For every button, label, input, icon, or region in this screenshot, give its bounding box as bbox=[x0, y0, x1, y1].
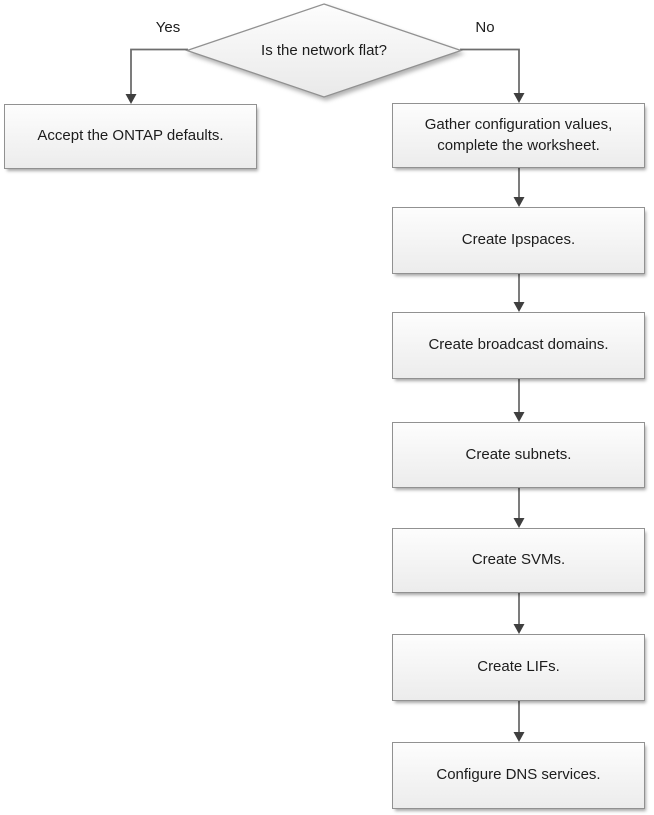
arrowhead-icon bbox=[125, 94, 137, 104]
decision-diamond: Is the network flat? bbox=[184, 3, 464, 98]
process-box-label: Accept the ONTAP defaults. bbox=[37, 127, 224, 145]
arrowhead-icon bbox=[513, 518, 525, 528]
process-box-create-lifs: Create LIFs. bbox=[392, 634, 645, 701]
arrowhead-icon bbox=[513, 732, 525, 742]
process-box-create-broadcast-domains: Create broadcast domains. bbox=[392, 312, 645, 379]
process-box-accept-ontap-defaults: Accept the ONTAP defaults. bbox=[4, 104, 257, 169]
process-box-label: Create LIFs. bbox=[477, 658, 560, 676]
arrowhead-icon bbox=[513, 93, 525, 103]
process-box-label: Create SVMs. bbox=[471, 551, 566, 569]
process-box-label: Create broadcast domains. bbox=[428, 336, 609, 354]
arrowhead-icon bbox=[513, 624, 525, 634]
process-box-configure-dns-services: Configure DNS services. bbox=[392, 742, 645, 809]
process-box-label: Gather configuration values, complete th… bbox=[424, 116, 613, 154]
process-box-create-svms: Create SVMs. bbox=[392, 528, 645, 593]
decision-label: Is the network flat? bbox=[261, 42, 387, 59]
process-box-label: Create Ipspaces. bbox=[461, 231, 576, 249]
arrowhead-icon bbox=[513, 412, 525, 422]
diamond-shape bbox=[184, 3, 464, 98]
arrowhead-icon bbox=[513, 197, 525, 207]
process-box-gather-configuration-values: Gather configuration values, complete th… bbox=[392, 103, 645, 168]
process-box-create-ipspaces: Create Ipspaces. bbox=[392, 207, 645, 274]
edge-label-no: No bbox=[475, 19, 495, 36]
connector-yes bbox=[130, 48, 188, 95]
process-box-label: Create subnets. bbox=[465, 445, 572, 463]
connector-no bbox=[460, 48, 520, 94]
edge-label-yes: Yes bbox=[155, 19, 181, 36]
process-box-label: Configure DNS services. bbox=[436, 766, 601, 784]
arrowhead-icon bbox=[513, 302, 525, 312]
process-box-create-subnets: Create subnets. bbox=[392, 422, 645, 488]
